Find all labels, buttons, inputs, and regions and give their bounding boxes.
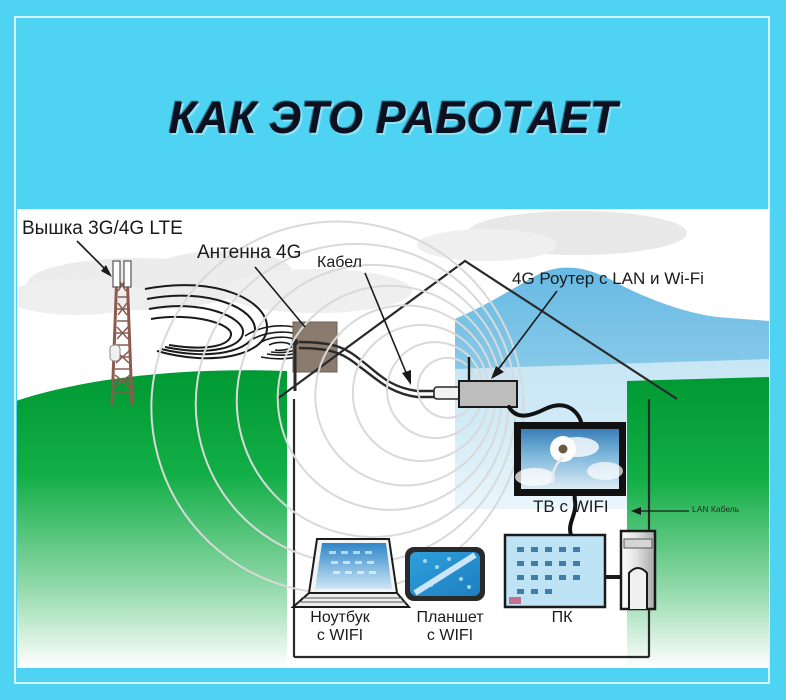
diagram-panel: Вышка 3G/4G LTE Антенна 4G Кабел 4G Роут… <box>17 209 769 668</box>
label-cable: Кабел <box>317 254 362 271</box>
label-tv: ТВ с WIFI <box>533 497 609 516</box>
diagram-illustration <box>17 211 769 668</box>
coax-cable <box>298 340 435 399</box>
router-icon <box>458 357 518 408</box>
page-title: КАК ЭТО РАБОТАЕТ <box>168 92 618 143</box>
label-router: 4G Роутер с LAN и Wi-Fi <box>512 269 704 288</box>
green-landscape-right <box>627 377 769 668</box>
label-laptop: Ноутбук с WIFI <box>310 609 370 644</box>
pc-icon <box>503 529 657 611</box>
label-tower: Вышка 3G/4G LTE <box>22 218 183 239</box>
background-clouds <box>17 211 687 315</box>
cell-tower-icon <box>109 260 134 406</box>
label-antenna: Антенна 4G <box>197 242 302 263</box>
laptop-icon <box>290 538 412 608</box>
label-pc: ПК <box>551 609 573 626</box>
tablet-icon <box>405 547 485 601</box>
label-tablet: Планшет с WIFI <box>416 609 484 644</box>
label-lan-cable: LAN Кабель <box>692 504 740 514</box>
callout-leaders <box>76 240 558 385</box>
lan-callout-arrow <box>631 507 689 515</box>
cable-connector <box>433 386 461 400</box>
green-landscape-left <box>17 370 287 668</box>
tv-icon <box>514 422 626 496</box>
